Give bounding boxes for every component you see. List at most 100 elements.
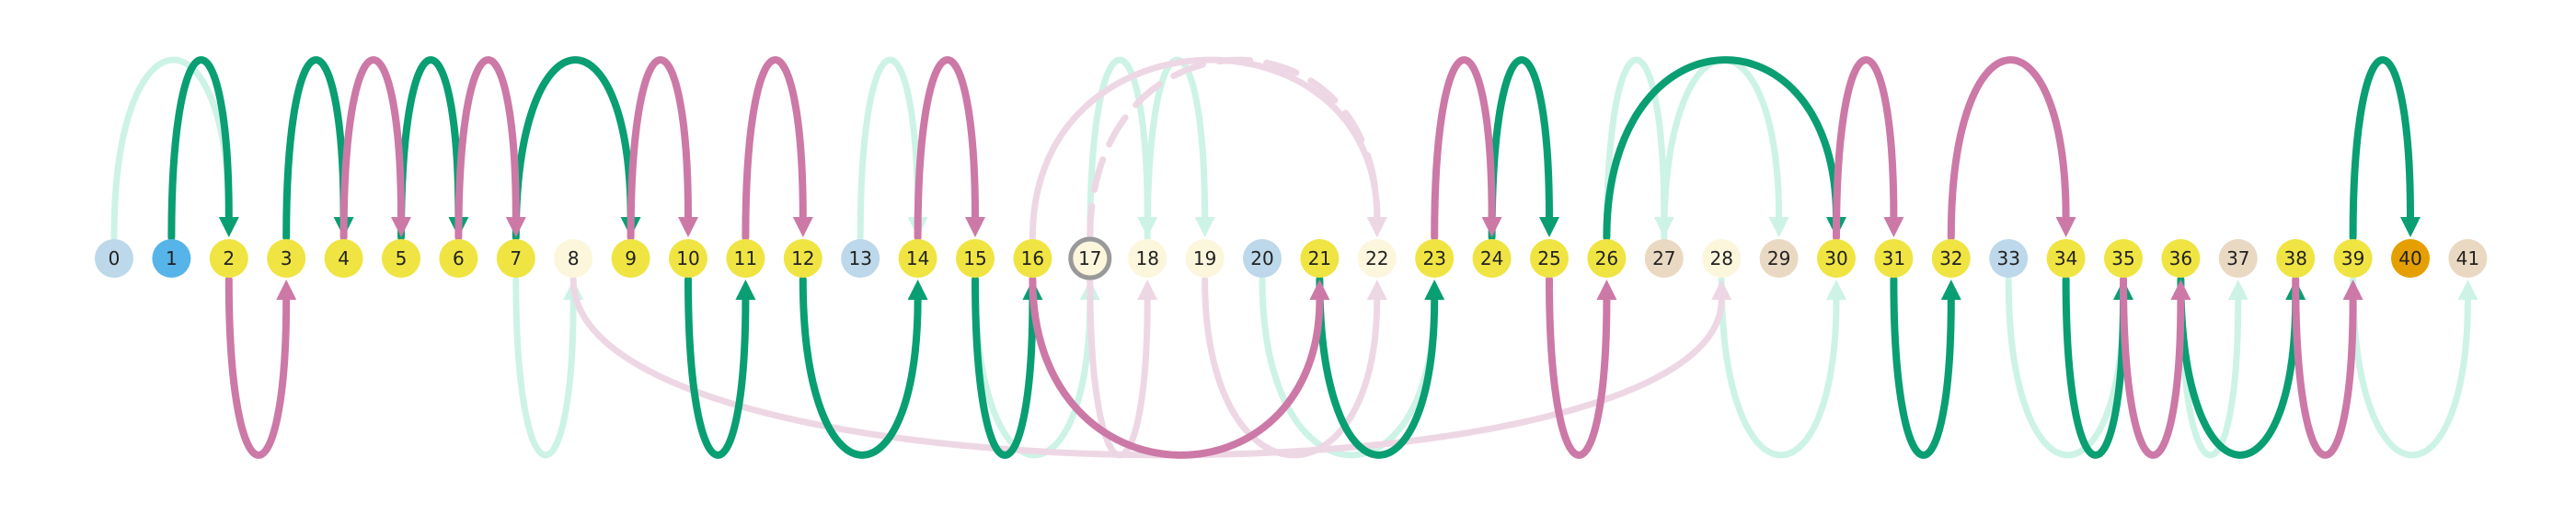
node-circle (1472, 239, 1512, 278)
edge-arrowhead (276, 280, 297, 300)
node-circle (439, 239, 478, 278)
edge-24-25 (1488, 56, 1559, 241)
node-label: 31 (1882, 247, 1905, 269)
node-circle (2333, 239, 2373, 278)
edge-line (972, 276, 1037, 459)
node-label: 18 (1135, 247, 1158, 269)
node-circle (2218, 239, 2258, 278)
edge-arrowhead (678, 217, 698, 237)
edge-line (1431, 56, 1496, 241)
node-circle (152, 239, 191, 278)
edge-arrowhead (1366, 280, 1387, 300)
node-label: 20 (1250, 247, 1273, 269)
node-label: 33 (1996, 247, 2019, 269)
node-10: 10 (669, 239, 707, 278)
node-circle (1530, 239, 1569, 278)
edge-arrowhead (907, 280, 928, 300)
edge-line (742, 56, 807, 241)
node-label: 5 (396, 247, 408, 269)
node-label: 6 (453, 247, 465, 269)
node-label: 12 (791, 247, 814, 269)
node-circle (956, 239, 995, 278)
node-5: 5 (382, 239, 420, 278)
node-label: 25 (1537, 247, 1560, 269)
node-circle (726, 239, 765, 278)
node-circle (1587, 239, 1627, 278)
edge-31-32 (1890, 276, 1961, 459)
edge-23-24 (1431, 56, 1502, 241)
node-label: 14 (906, 247, 929, 269)
node-25: 25 (1530, 239, 1569, 278)
node-33: 33 (1989, 239, 2029, 278)
node-label: 21 (1308, 247, 1331, 269)
node-circle (1874, 239, 1914, 278)
node-22: 22 (1357, 239, 1397, 278)
edge-arrowhead (792, 217, 813, 237)
edge-26-30 (1603, 56, 1846, 241)
edge-line (1661, 56, 1783, 241)
edge-arrowhead (1366, 217, 1387, 237)
edge-arrowhead (1137, 280, 1158, 300)
node-label: 29 (1767, 247, 1790, 269)
node-circle (2448, 239, 2488, 278)
node-circle (1759, 239, 1799, 278)
edge-arrowhead (1883, 217, 1904, 237)
edge-line (857, 56, 922, 241)
edge-line (1833, 56, 1898, 241)
node-21: 21 (1300, 239, 1340, 278)
edge-14-15 (914, 56, 985, 241)
node-label: 10 (676, 247, 699, 269)
edge-16-22 (1029, 56, 1387, 241)
node-9: 9 (611, 239, 650, 278)
edge-line (914, 56, 979, 241)
edge-39-40 (2349, 56, 2421, 241)
edge-line (397, 56, 463, 241)
edge-6-7 (454, 56, 526, 241)
edge-line (1316, 276, 1439, 459)
node-4: 4 (324, 239, 363, 278)
edge-line (627, 56, 692, 241)
edge-line (1029, 276, 1324, 459)
edge-20-23 (1259, 276, 1445, 459)
node-37: 37 (2218, 239, 2258, 278)
node-26: 26 (1587, 239, 1627, 278)
node-circle (1989, 239, 2029, 278)
edge-4-5 (339, 56, 411, 241)
edge-arrowhead (2170, 280, 2191, 300)
node-label: 34 (2054, 247, 2077, 269)
node-15: 15 (956, 239, 995, 278)
edge-line (167, 56, 233, 241)
edge-arrowhead (1711, 280, 1732, 300)
edge-39-41 (2350, 276, 2478, 459)
edge-28-30 (1718, 276, 1846, 459)
node-41: 41 (2448, 239, 2488, 278)
edge-line (684, 276, 750, 459)
node-circle (1931, 239, 1971, 278)
edge-arrowhead (505, 217, 526, 237)
node-8: 8 (554, 239, 593, 278)
edge-arrowhead (1826, 280, 1846, 300)
edge-25-26 (1546, 276, 1617, 459)
edge-line (2350, 276, 2471, 459)
edge-line (1488, 56, 1553, 241)
edge-11-12 (742, 56, 813, 241)
node-29: 29 (1759, 239, 1799, 278)
node-14: 14 (898, 239, 937, 278)
edge-arrowhead (2400, 217, 2421, 237)
edge-arrowhead (1539, 217, 1559, 237)
node-24: 24 (1472, 239, 1512, 278)
node-circle (1068, 236, 1112, 280)
node-label: 4 (338, 247, 350, 269)
node-11: 11 (726, 239, 765, 278)
node-label: 39 (2341, 247, 2364, 269)
node-circle (783, 239, 822, 278)
node-label: 35 (2111, 247, 2134, 269)
edge-30-31 (1833, 56, 1904, 241)
node-31: 31 (1874, 239, 1914, 278)
edge-arrowhead (2457, 280, 2478, 300)
node-label: 13 (848, 247, 871, 269)
node-40: 40 (2391, 239, 2430, 278)
node-label: 28 (1709, 247, 1732, 269)
edge-line (1087, 56, 1381, 241)
